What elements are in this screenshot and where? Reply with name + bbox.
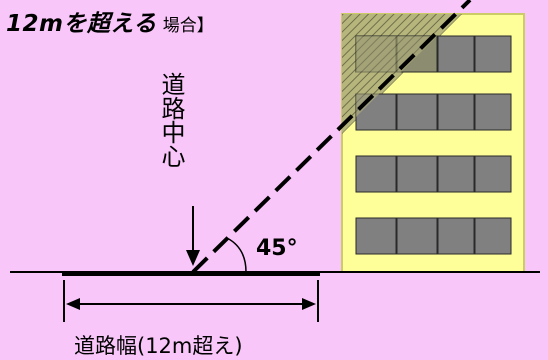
- title-rest: 場合】: [162, 16, 214, 36]
- road-width-label: 道路幅(12m超え): [74, 334, 243, 358]
- window: [474, 35, 512, 73]
- road-width-dimension: [63, 280, 319, 322]
- window: [474, 93, 512, 131]
- angle-arc: [226, 237, 247, 273]
- window: [474, 155, 512, 193]
- road-bar: [62, 271, 320, 276]
- window: [396, 217, 438, 255]
- road-center-arrow: [186, 206, 200, 266]
- window-row-3: [355, 155, 512, 193]
- window: [474, 217, 512, 255]
- arrow-right: [302, 298, 316, 310]
- setback-line-45deg: [191, 0, 472, 274]
- window-row-2: [355, 93, 512, 131]
- page-title: 12mを超える場合】: [6, 4, 214, 37]
- window: [437, 93, 475, 131]
- window: [396, 93, 438, 131]
- arrow-left: [66, 298, 80, 310]
- window: [355, 155, 397, 193]
- window: [437, 217, 475, 255]
- window: [437, 35, 475, 73]
- title-emphasis: 12mを超える: [6, 11, 157, 37]
- road-center-label: 道路中心: [157, 72, 185, 168]
- window: [355, 217, 397, 255]
- window: [396, 155, 438, 193]
- window: [437, 155, 475, 193]
- angle-label: 45°: [256, 236, 298, 261]
- window-row-4: [355, 217, 512, 255]
